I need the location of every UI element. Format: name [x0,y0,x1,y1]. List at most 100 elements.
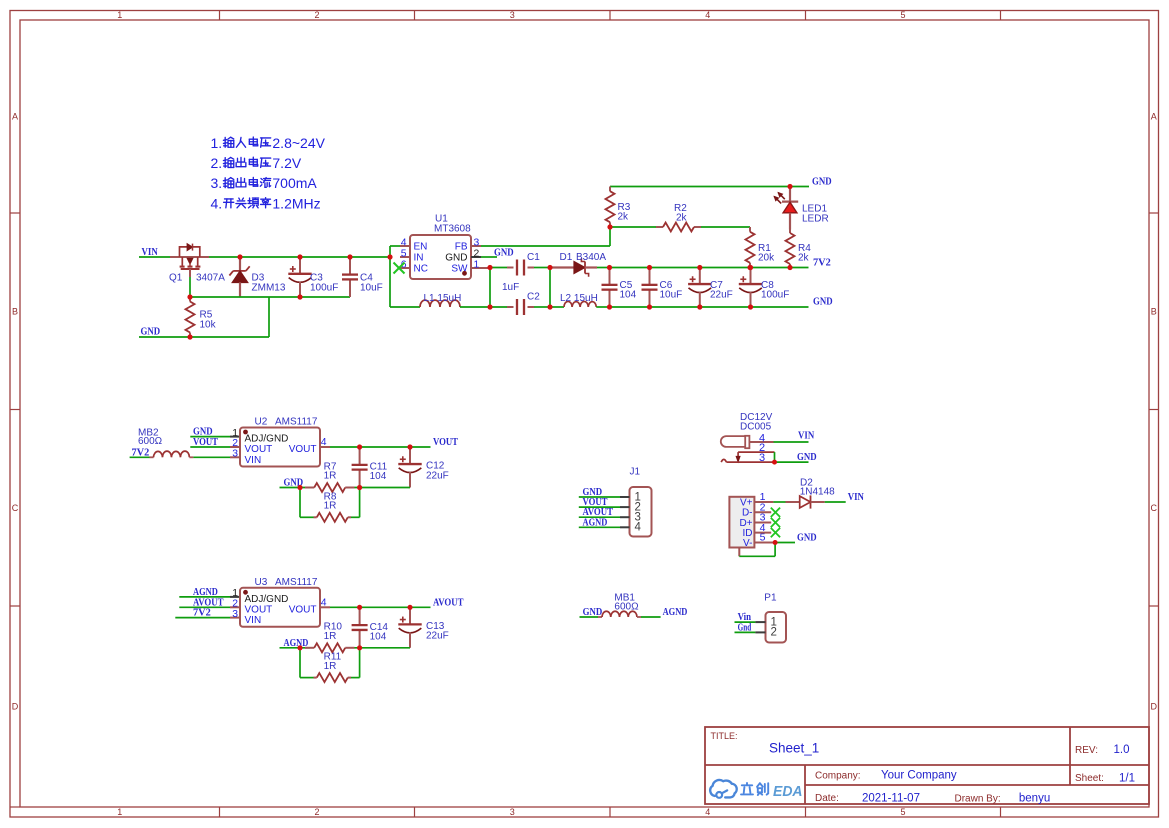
svg-text:GND: GND [813,297,833,308]
svg-text:AVOUT: AVOUT [433,597,464,608]
svg-text:GND: GND [797,532,817,543]
svg-text:2k: 2k [676,213,688,224]
svg-text:V+: V+ [740,497,753,508]
svg-text:A: A [12,112,18,122]
svg-text:2: 2 [760,502,766,514]
svg-text:C: C [1151,503,1158,513]
svg-text:1: 1 [232,428,238,439]
svg-text:B340A: B340A [576,252,606,263]
svg-text:3: 3 [635,512,641,524]
svg-text:3: 3 [232,449,238,460]
svg-text:22uF: 22uF [710,290,733,301]
svg-text:C4: C4 [360,273,373,284]
svg-text:104: 104 [370,632,387,643]
svg-text:VOUT: VOUT [289,444,317,455]
svg-text:1R: 1R [324,471,337,482]
svg-text:7V2: 7V2 [132,447,150,458]
svg-text:GND: GND [193,427,213,438]
svg-text:EN: EN [414,242,428,253]
svg-text:VIN: VIN [245,615,262,626]
svg-text:VIN: VIN [848,492,865,503]
svg-text:10k: 10k [200,320,217,331]
svg-text:C1: C1 [527,252,540,263]
svg-text:D: D [1151,702,1158,712]
svg-text:VOUT: VOUT [245,444,273,455]
svg-text:R8: R8 [324,491,337,502]
svg-text:U1: U1 [435,213,448,224]
svg-text:Date:: Date: [815,793,839,804]
svg-text:C5: C5 [620,280,633,291]
svg-text:4: 4 [321,437,327,448]
svg-text:C12: C12 [426,461,445,472]
svg-text:R4: R4 [798,243,811,254]
svg-text:1/1: 1/1 [1119,772,1135,784]
svg-text:4: 4 [321,597,327,608]
svg-text:600Ω: 600Ω [138,436,163,447]
svg-text:C14: C14 [370,622,389,633]
svg-text:Drawn By:: Drawn By: [955,794,1001,805]
svg-text:FB: FB [455,242,468,253]
svg-text:GND: GND [445,253,467,264]
svg-text:L1 15uH: L1 15uH [424,293,462,304]
svg-text:22uF: 22uF [426,631,449,642]
svg-text:2: 2 [314,807,319,817]
svg-text:C8: C8 [761,280,774,291]
svg-text:benyu: benyu [1019,793,1050,805]
svg-text:R11: R11 [324,652,342,663]
svg-text:2.: 2. [211,155,223,171]
svg-text:ZMM13: ZMM13 [252,283,286,294]
svg-text:IN: IN [414,253,424,264]
svg-text:1: 1 [117,807,122,817]
svg-text:P1: P1 [764,592,777,603]
svg-text:J1: J1 [630,467,641,478]
svg-text:Gnd: Gnd [738,622,752,633]
svg-text:D-: D- [742,508,753,519]
svg-text:AMS1117: AMS1117 [275,417,318,428]
svg-text:22uF: 22uF [426,470,449,481]
svg-text:2: 2 [759,442,765,454]
svg-text:3407A: 3407A [196,273,225,284]
svg-text:1R: 1R [324,661,337,672]
svg-text:7V2: 7V2 [813,257,831,268]
svg-text:R7: R7 [324,461,337,472]
svg-text:R5: R5 [200,310,213,321]
svg-text:AVOUT: AVOUT [193,597,224,608]
svg-text:5: 5 [900,10,905,20]
svg-text:MB1: MB1 [614,593,635,604]
svg-text:U2: U2 [255,417,268,428]
svg-text:VOUT: VOUT [433,437,458,448]
svg-text:B: B [12,306,18,316]
svg-text:D2: D2 [800,477,813,488]
svg-text:3: 3 [232,609,238,620]
svg-text:AGND: AGND [284,638,309,649]
svg-text:4: 4 [760,522,766,534]
svg-text:VOUT: VOUT [193,437,218,448]
svg-text:A: A [1151,112,1157,122]
svg-text:7V2: 7V2 [193,607,211,618]
svg-text:DC005: DC005 [740,422,772,433]
svg-text:5: 5 [900,807,905,817]
svg-text:3: 3 [760,512,766,524]
svg-text:3: 3 [510,10,515,20]
svg-text:GND: GND [583,607,603,618]
svg-text:2k: 2k [618,212,630,223]
svg-text:10uF: 10uF [360,283,383,294]
svg-text:B: B [1151,306,1157,316]
svg-text:1R: 1R [324,631,337,642]
svg-text:4: 4 [635,522,642,534]
svg-text:U3: U3 [255,577,268,588]
svg-text:3.: 3. [211,175,223,191]
svg-text:10uF: 10uF [660,290,683,301]
svg-text:3: 3 [474,237,480,248]
svg-text:600Ω: 600Ω [614,602,639,613]
svg-text:R1: R1 [758,243,771,254]
svg-text:1: 1 [232,588,238,599]
svg-text:C2: C2 [527,292,540,303]
svg-text:VOUT: VOUT [289,605,317,616]
svg-text:2: 2 [635,501,641,513]
svg-text:VOUT: VOUT [583,497,608,508]
svg-text:C3: C3 [310,273,323,284]
svg-text:1: 1 [635,491,641,503]
svg-text:Your Company: Your Company [881,770,957,782]
svg-text:2.8~24V: 2.8~24V [272,135,325,151]
